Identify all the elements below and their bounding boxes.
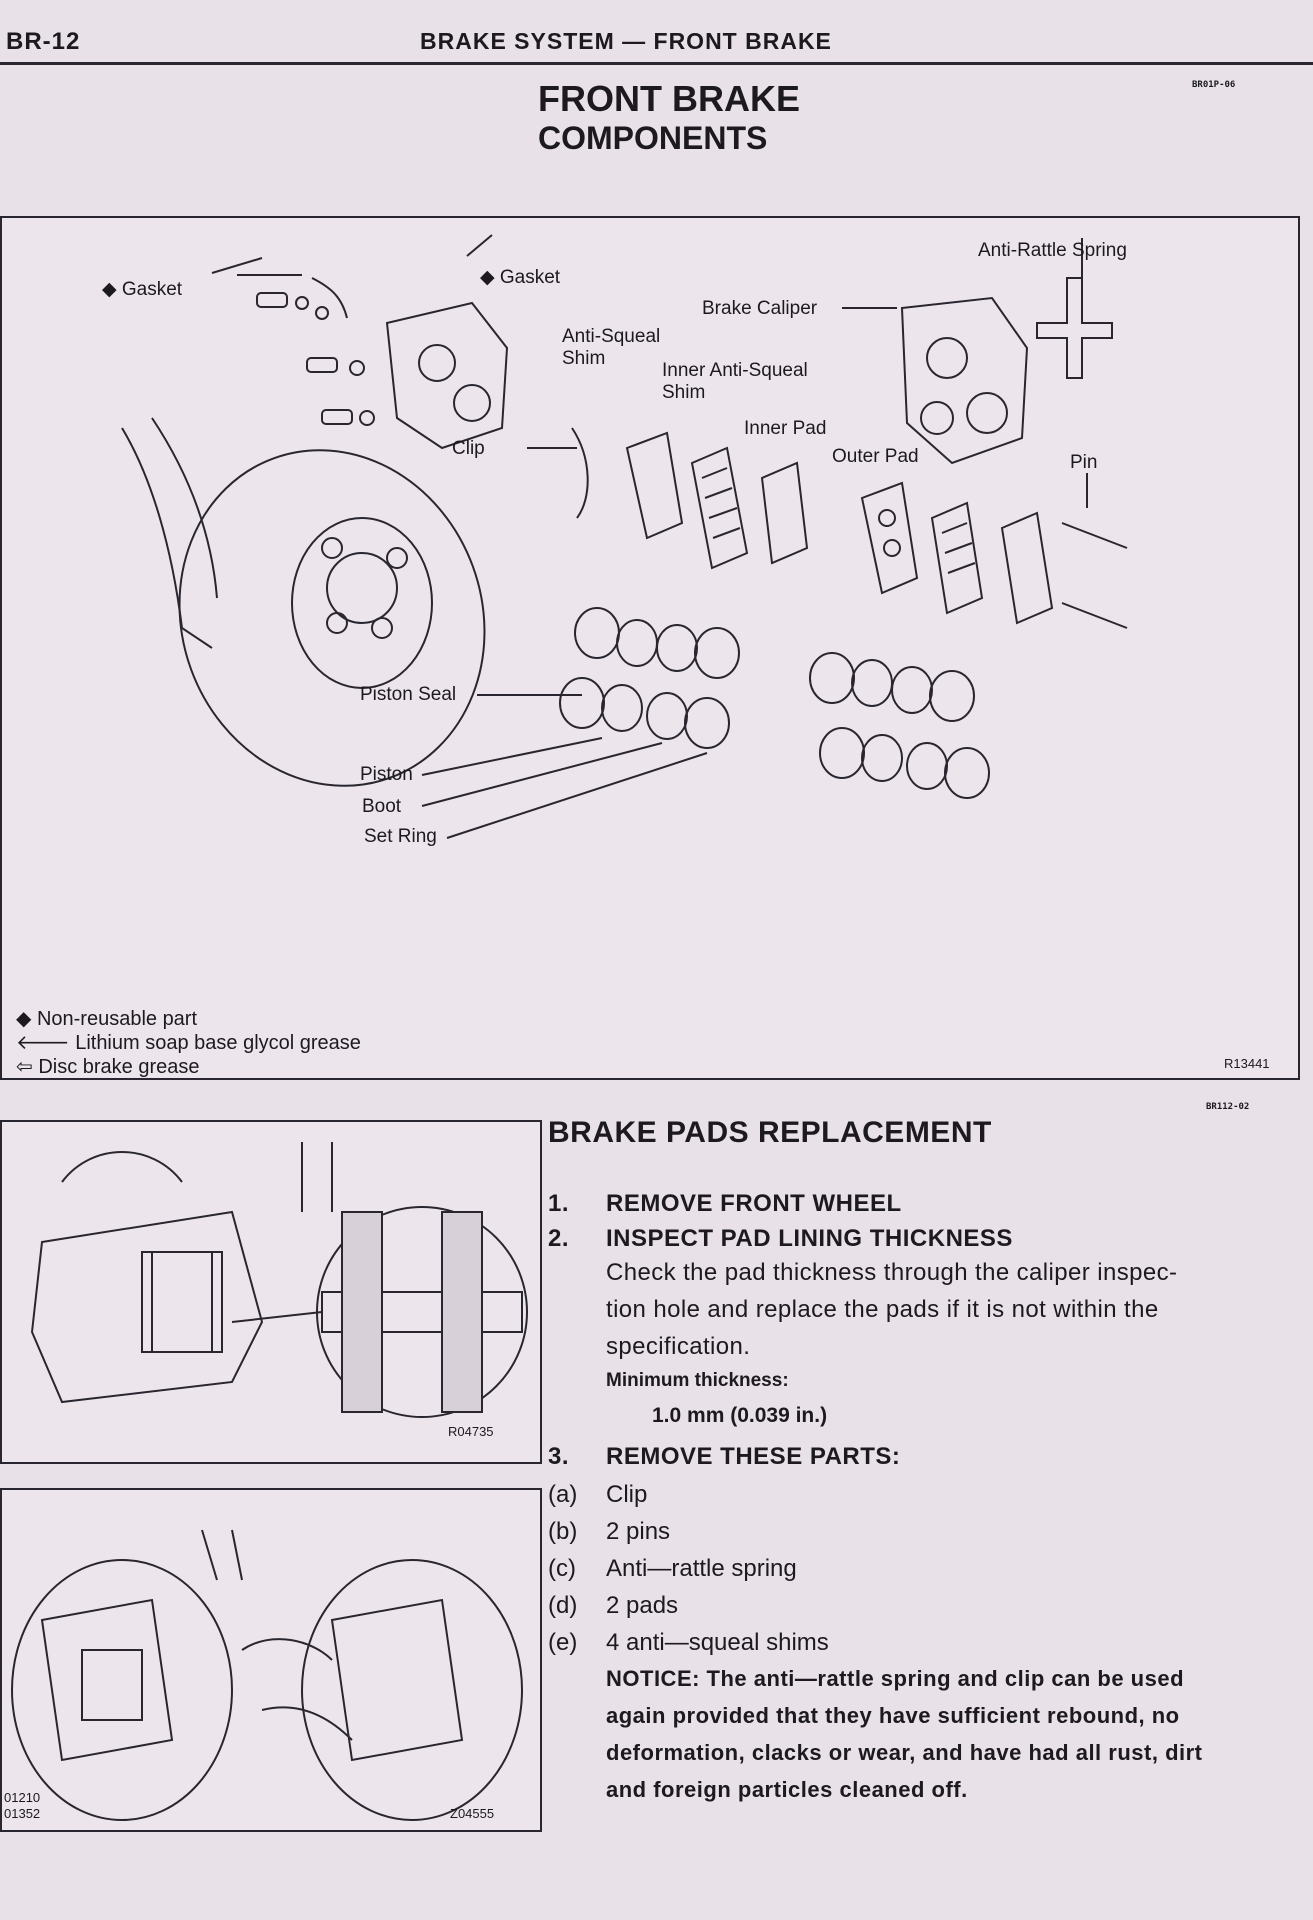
label-clip: Clip: [452, 438, 485, 459]
label-set-ring: Set Ring: [364, 826, 437, 847]
part-c-letter: (c): [548, 1555, 576, 1582]
step-1-number: 1.: [548, 1190, 570, 1217]
pad-inspection-drawing: [30, 1142, 528, 1418]
parts-removal-figure: 01210 01352 Z04555: [0, 1488, 542, 1832]
label-boot: Boot: [362, 796, 402, 817]
part-a-text: Clip: [606, 1481, 648, 1508]
step-2-body: Check the pad thickness through the cali…: [606, 1254, 1177, 1365]
step-3-number: 3.: [548, 1443, 570, 1470]
part-d-text: 2 pads: [606, 1592, 679, 1619]
notice-line: and foreign particles cleaned off.: [606, 1777, 968, 1802]
header-rule: [0, 62, 1313, 65]
part-b-text: 2 pins: [606, 1518, 671, 1545]
label-inner-anti-squeal-shim: Inner Anti-Squeal Shim: [662, 360, 808, 403]
label-pin: Pin: [1070, 452, 1098, 473]
label-anti-rattle-spring: Anti-Rattle Spring: [978, 240, 1127, 261]
legend-disc-brake-grease: ⇦ Disc brake grease: [16, 1056, 200, 1078]
notice-line: deformation, clacks or wear, and have ha…: [606, 1740, 1203, 1765]
step-1-text: REMOVE FRONT WHEEL: [606, 1190, 902, 1217]
components-subtitle: COMPONENTS: [538, 120, 768, 156]
notice-line: again provided that they have sufficient…: [606, 1703, 1180, 1728]
exploded-view-drawing: [121, 234, 1128, 839]
label-gasket-top: ◆ Gasket: [480, 267, 561, 288]
step-2-number: 2.: [548, 1225, 570, 1252]
page-number: BR-12: [6, 28, 81, 55]
components-figure-code: R13441: [1224, 1056, 1270, 1071]
step-2-text: INSPECT PAD LINING THICKNESS: [606, 1225, 1013, 1252]
notice-block: NOTICE: The anti—rattle spring and clip …: [606, 1660, 1203, 1808]
min-thickness-value: 1.0 mm (0.039 in.): [652, 1404, 828, 1427]
label-outer-pad: Outer Pad: [832, 446, 919, 467]
parts-removal-left-code-1: 01210: [4, 1790, 41, 1805]
step-2-body-line: specification.: [606, 1333, 751, 1360]
label-brake-caliper: Brake Caliper: [702, 298, 818, 319]
part-e-text: 4 anti—squeal shims: [606, 1629, 829, 1656]
components-figure: ◆ Gasket ◆ Gasket Anti-Rattle Spring Bra…: [0, 216, 1300, 1080]
replacement-ref-code: BR112-02: [1206, 1102, 1250, 1112]
components-title: FRONT BRAKE: [538, 78, 800, 119]
label-gasket-left: ◆ Gasket: [102, 279, 183, 300]
part-c-text: Anti—rattle spring: [606, 1555, 797, 1582]
min-thickness-label: Minimum thickness:: [606, 1370, 789, 1391]
step-3-text: REMOVE THESE PARTS:: [606, 1443, 901, 1470]
parts-removal-left-code-2: 01352: [4, 1806, 41, 1821]
part-d-letter: (d): [548, 1592, 578, 1619]
pad-inspection-figure-code: R04735: [448, 1424, 494, 1439]
notice-line: NOTICE: The anti—rattle spring and clip …: [606, 1666, 1185, 1691]
label-inner-pad: Inner Pad: [744, 418, 827, 439]
legend-non-reusable: ◆ Non-reusable part: [16, 1008, 198, 1030]
step-2-body-line: tion hole and replace the pads if it is …: [606, 1296, 1159, 1323]
parts-removal-figure-code: Z04555: [450, 1806, 495, 1821]
step-2-body-line: Check the pad thickness through the cali…: [606, 1259, 1178, 1286]
part-e-letter: (e): [548, 1629, 578, 1656]
part-a-letter: (a): [548, 1481, 578, 1508]
section-title: BRAKE SYSTEM — FRONT BRAKE: [420, 28, 832, 54]
label-anti-squeal-shim: Anti-Squeal Shim: [562, 326, 661, 369]
legend-lithium-grease: 🡐 Lithium soap base glycol grease: [16, 1032, 361, 1054]
label-piston: Piston: [360, 764, 413, 785]
label-piston-seal: Piston Seal: [360, 684, 457, 705]
components-ref-code: BR01P-06: [1192, 80, 1236, 90]
part-b-letter: (b): [548, 1518, 578, 1545]
replacement-title: BRAKE PADS REPLACEMENT: [548, 1116, 992, 1149]
parts-removal-drawing: [11, 1529, 523, 1821]
pad-inspection-figure: R04735: [0, 1120, 542, 1464]
